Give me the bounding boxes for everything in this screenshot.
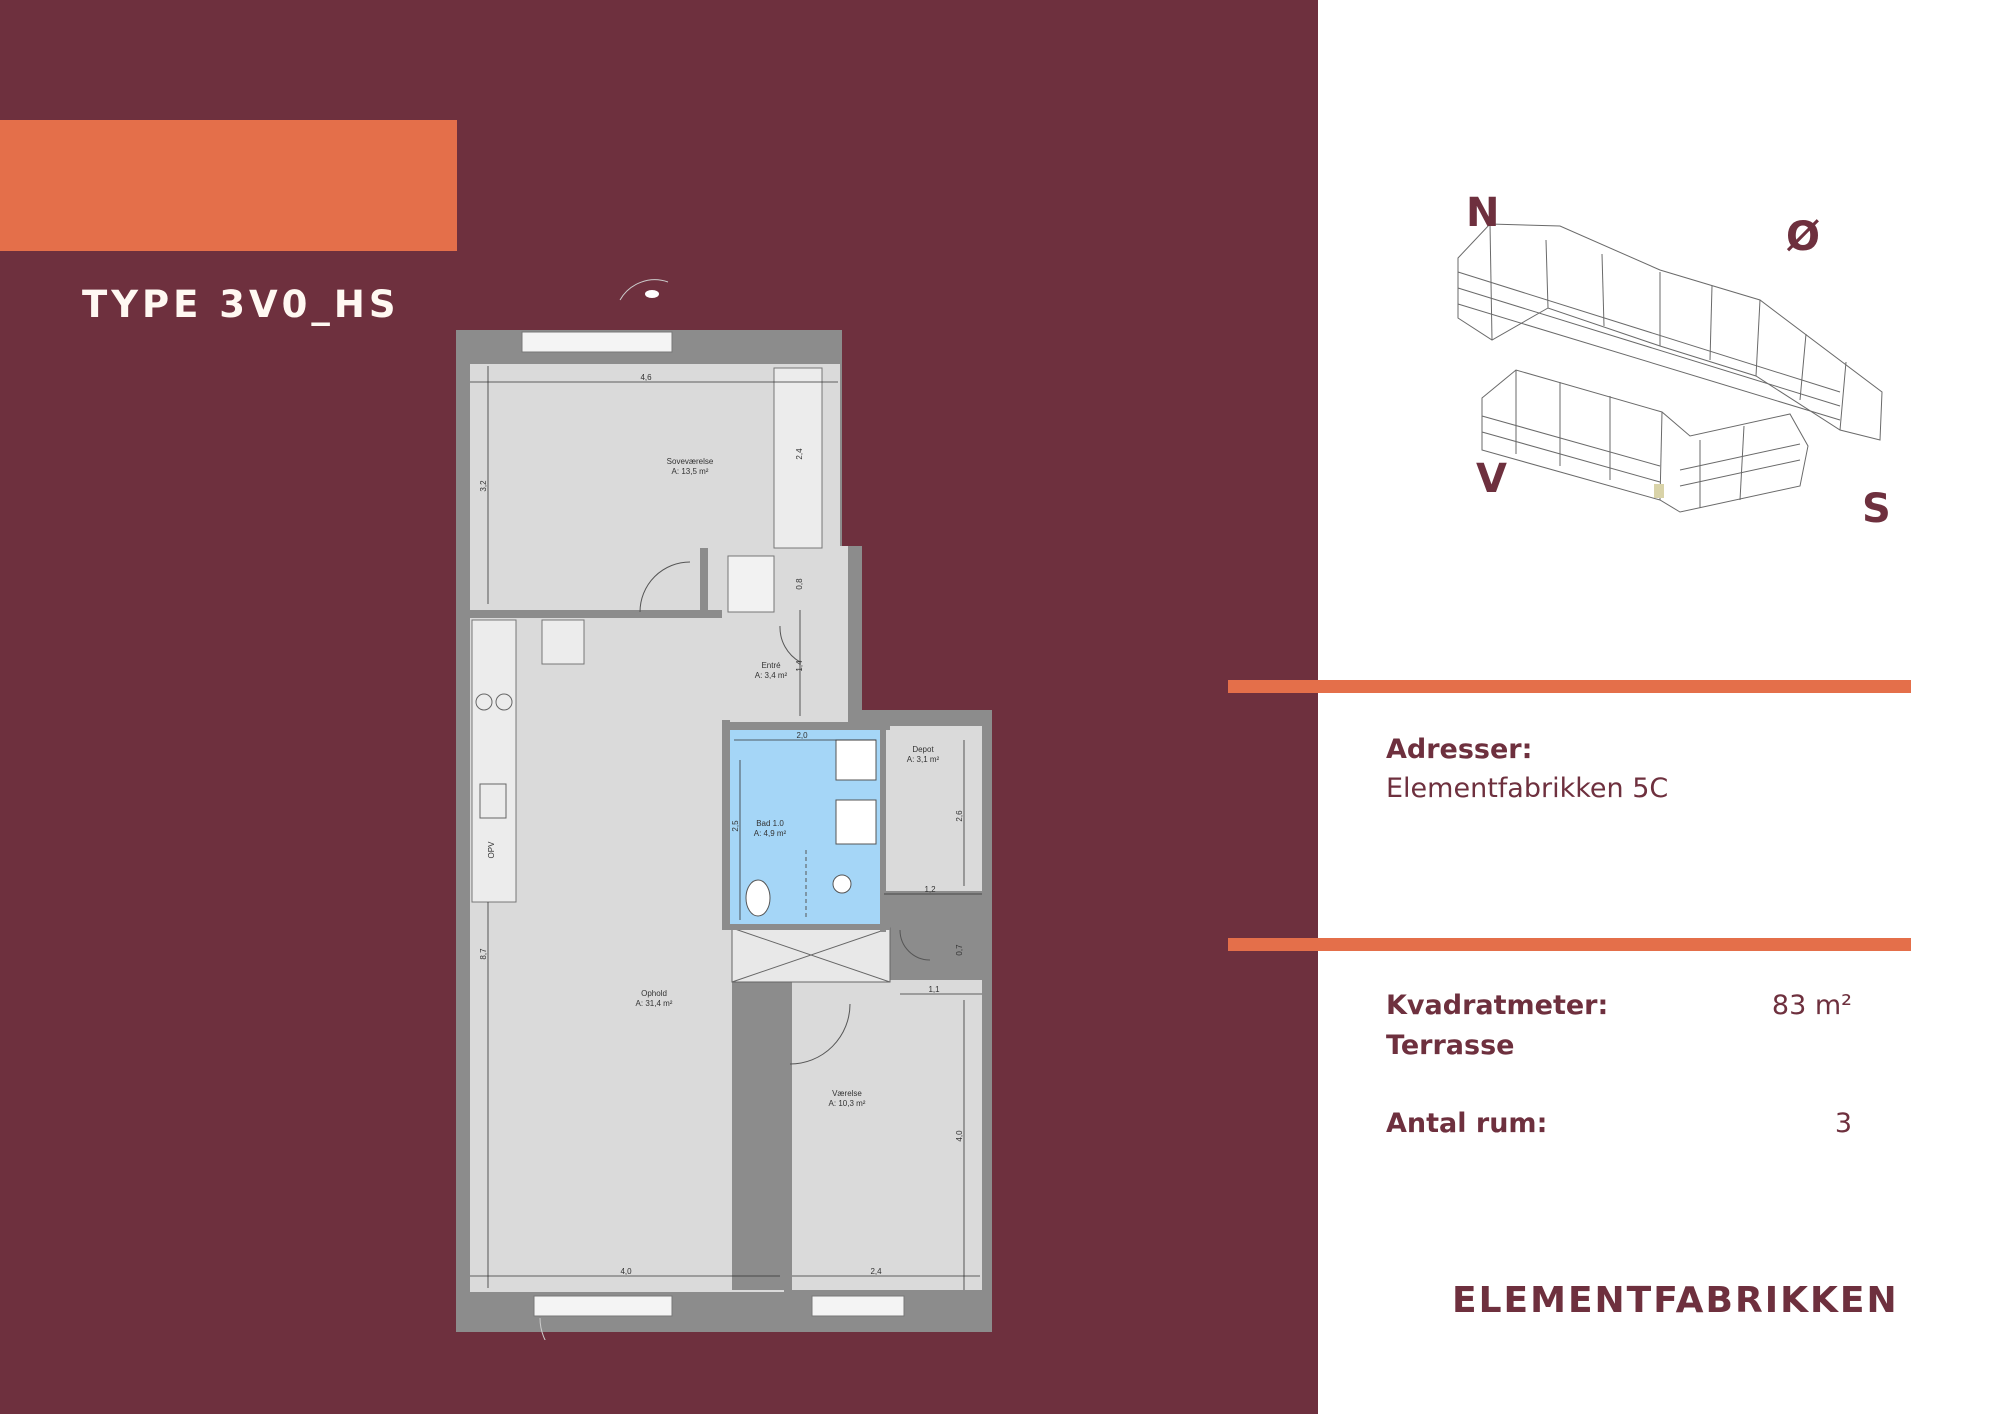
address-value: Elementfabrikken 5C [1386, 773, 1669, 804]
dim-bedroom-depth: 3,2 [479, 480, 488, 492]
bath-area: A: 4,9 m² [754, 829, 787, 838]
bedroom-area: A: 13,5 m² [672, 467, 709, 476]
bedroom-name: Soveværelse [667, 457, 714, 466]
entry-name: Entré [761, 661, 781, 670]
dim-corridor: 1,1 [928, 985, 940, 994]
dim-bath-width: 2,0 [796, 731, 808, 740]
dim-bath-depth: 2,5 [731, 820, 740, 832]
compass-west: V [1476, 456, 1507, 502]
dim-living-width: 4,0 [620, 1267, 632, 1276]
dim-entry: 1,4 [795, 660, 804, 672]
depot-name: Depot [912, 745, 934, 754]
dim-living-depth: 8,7 [479, 948, 488, 960]
room-area: A: 10,3 m² [829, 1099, 866, 1108]
opv-label: OPV [487, 841, 496, 859]
compass-north: N [1466, 190, 1499, 236]
living-name: Ophold [641, 989, 667, 998]
terrace-label: Terrasse [1386, 1030, 1515, 1061]
dim-room-depth: 4,0 [955, 1130, 964, 1142]
compass-south: S [1862, 486, 1891, 532]
brand-logo: ELEMENTFABRIKKEN [1452, 1280, 1899, 1321]
living-area: A: 31,4 m² [636, 999, 673, 1008]
left-panel: TYPE 3V0_HS [0, 0, 1318, 1414]
divider-middle [1228, 938, 1911, 951]
rooms-count-value: 3 [1834, 1108, 1852, 1139]
floor-plan: Soveværelse A: 13,5 m² Entré A: 3,4 m² D… [456, 279, 992, 1340]
dim-wardrobe: 2,4 [795, 448, 804, 460]
dim-depot-width: 1,2 [924, 885, 936, 894]
address-label: Adresser: [1386, 734, 1533, 765]
living-floor [470, 618, 788, 1292]
area-value: 83 m² [1771, 990, 1852, 1021]
room-floor [792, 1040, 982, 1290]
area-label: Kvadratmeter: [1386, 990, 1609, 1021]
bath-name: Bad 1.0 [756, 819, 784, 828]
rooms-count-label: Antal rum: [1386, 1108, 1548, 1139]
dim-cupboard: 0,7 [955, 944, 964, 956]
depot-floor [884, 726, 982, 891]
compass-east: Ø [1786, 214, 1820, 260]
unit-highlight [1654, 484, 1664, 498]
building-site-diagram: N Ø V S [1457, 190, 1891, 532]
depot-area: A: 3,1 m² [907, 755, 940, 764]
dim-closet: 0,8 [795, 578, 804, 590]
divider-top [1228, 680, 1911, 693]
type-badge: TYPE 3V0_HS [0, 120, 457, 326]
dim-depot-depth: 2,6 [955, 810, 964, 822]
dim-room-width: 2,4 [870, 1267, 882, 1276]
entry-area: A: 3,4 m² [755, 671, 788, 680]
right-panel [1318, 0, 2000, 1414]
dim-bedroom-width: 4,6 [640, 373, 652, 382]
room-name: Værelse [832, 1089, 862, 1098]
plan-type-title: TYPE 3V0_HS [82, 283, 400, 326]
